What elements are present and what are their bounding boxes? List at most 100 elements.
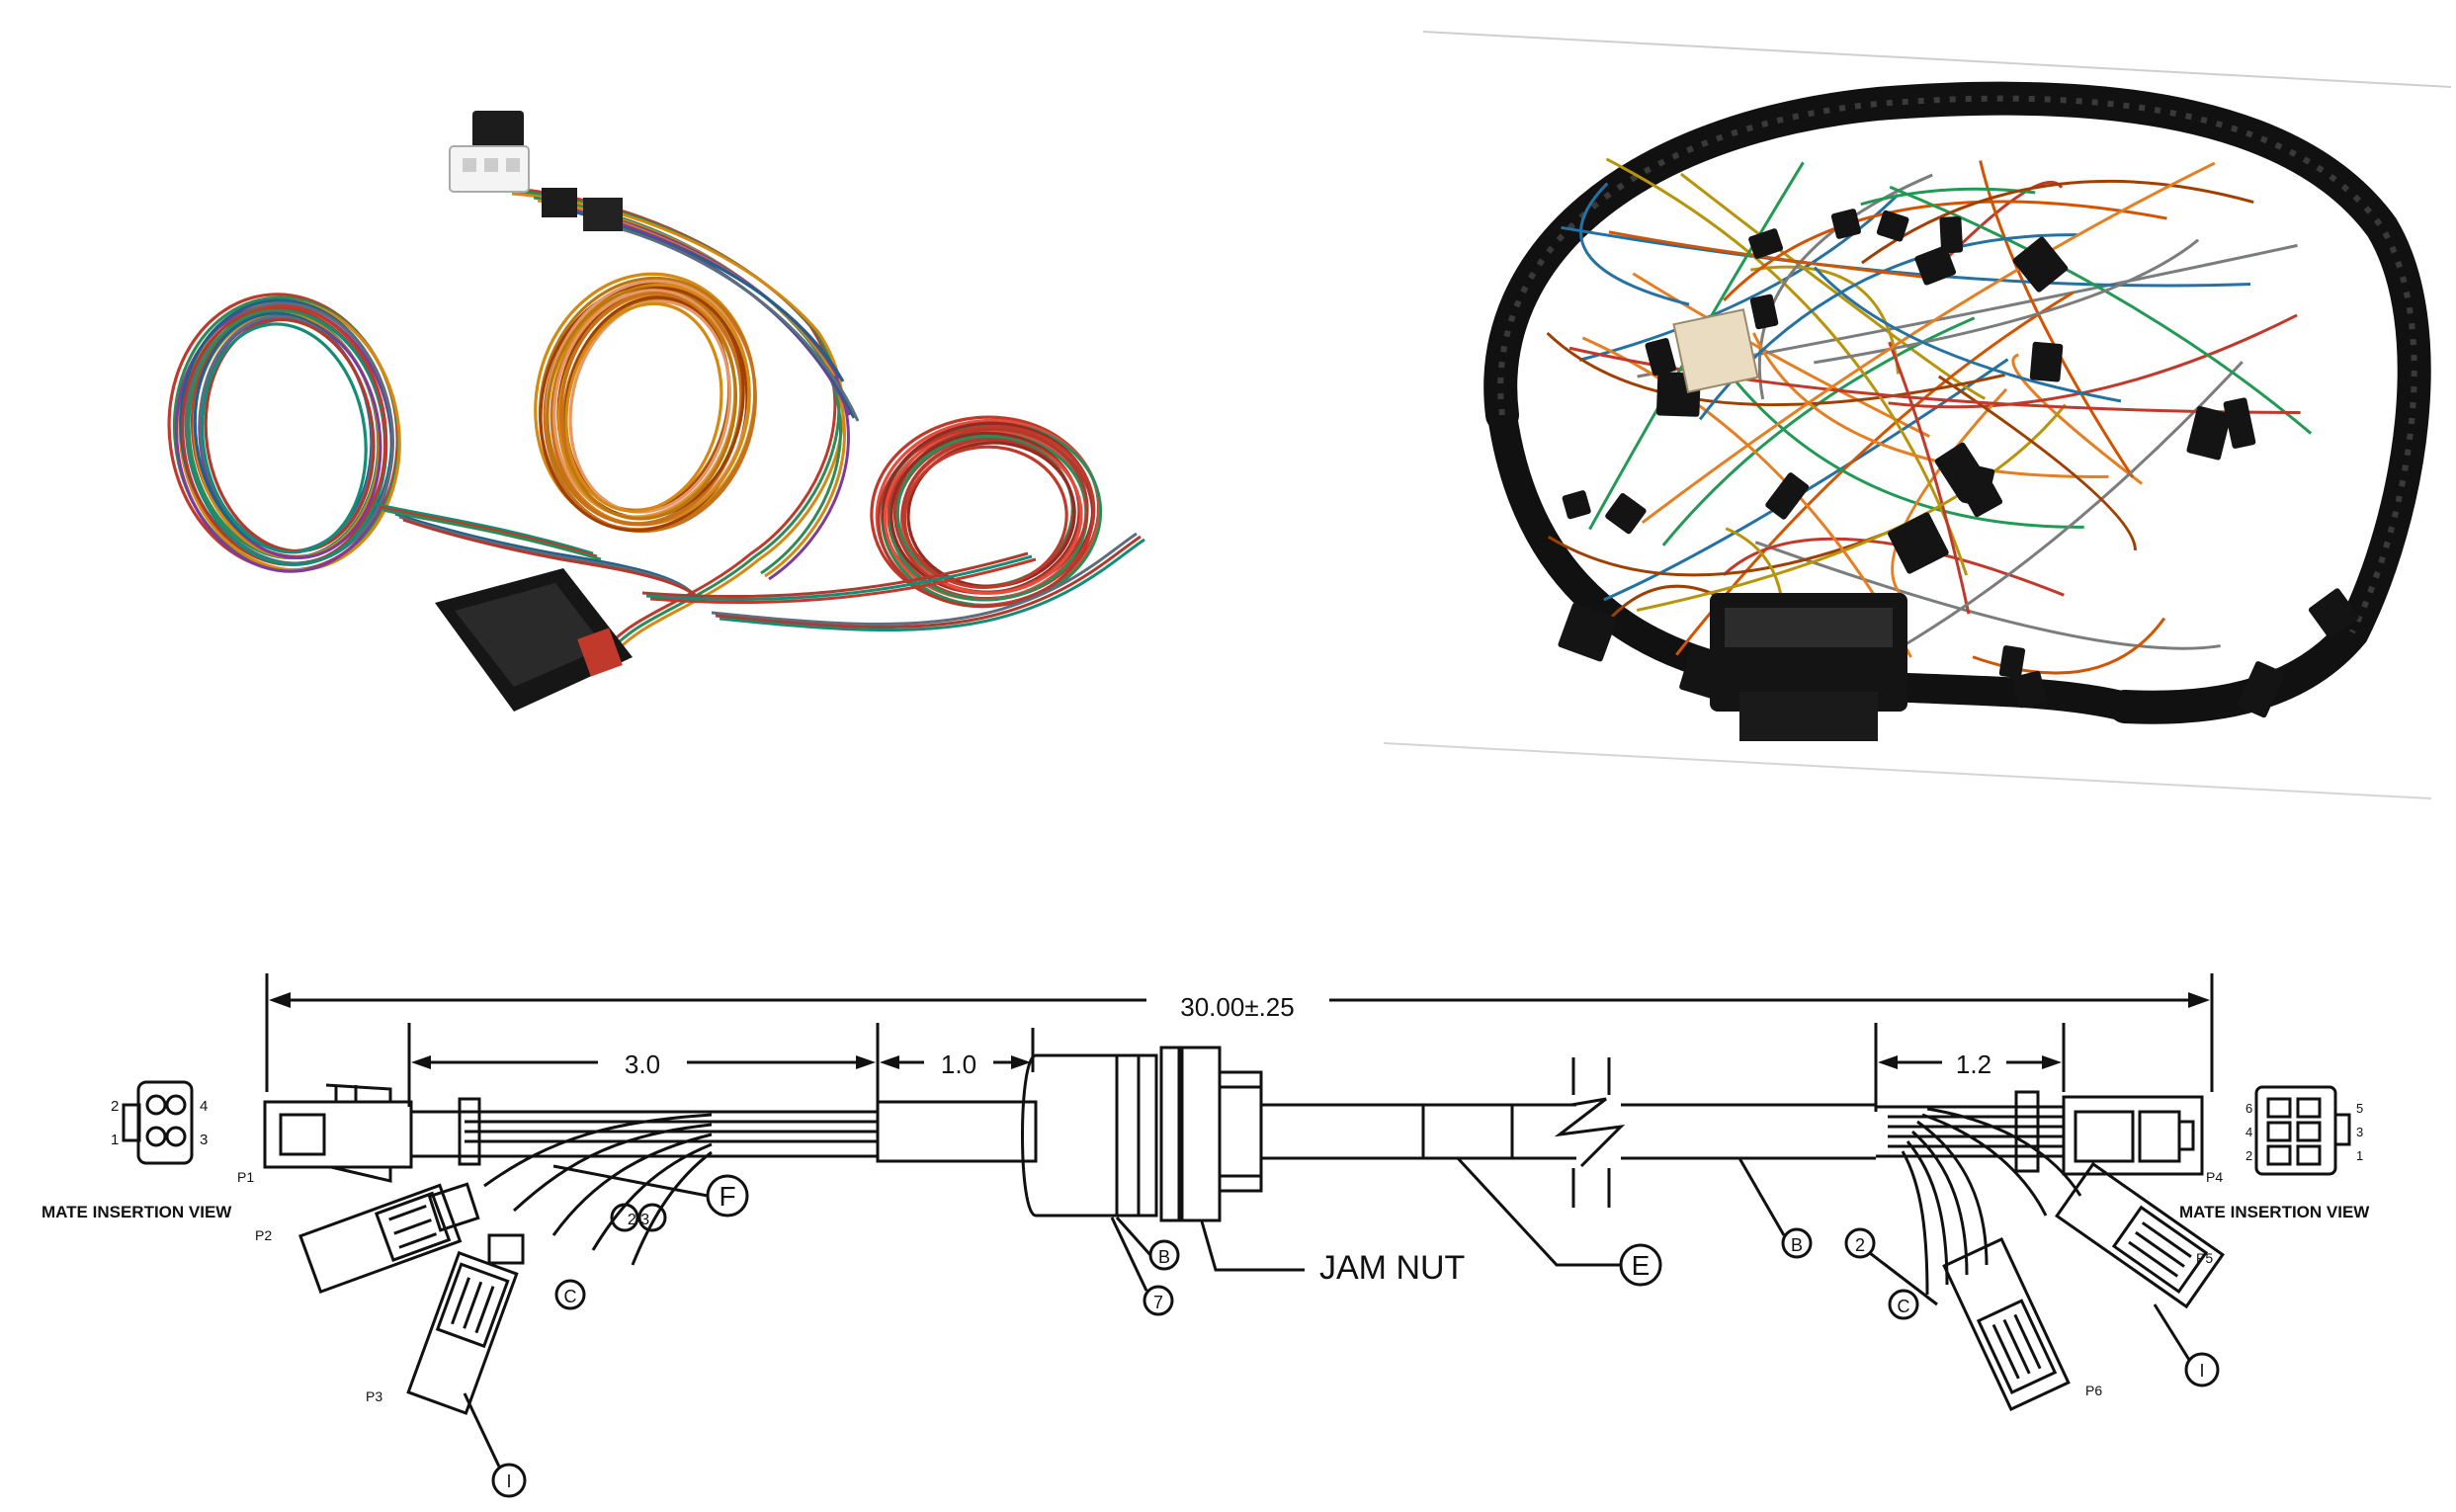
p5-connector xyxy=(2055,1161,2225,1309)
branch-connector xyxy=(2223,397,2256,449)
p6-connector xyxy=(1942,1236,2071,1412)
callout-3-left xyxy=(637,1203,667,1232)
pin-5-right: 5 xyxy=(2356,1101,2363,1116)
callout-i-right xyxy=(2184,1352,2220,1387)
branch-wire xyxy=(1723,200,2167,301)
branch-connector xyxy=(1914,245,1957,286)
dash-wire-harness-photo xyxy=(1383,31,2452,799)
callout-b-right-label: B xyxy=(1791,1235,1803,1255)
callout-e-label: E xyxy=(1632,1250,1651,1281)
dim-3-0-label: 3.0 xyxy=(625,1050,660,1079)
wire-run xyxy=(600,221,860,422)
branch-connector xyxy=(1765,472,1810,520)
wire-run xyxy=(394,512,694,595)
branch-connector xyxy=(1749,294,1779,330)
pin-3-right: 3 xyxy=(2356,1125,2363,1139)
branch-connector xyxy=(1748,228,1784,259)
wire-run xyxy=(375,502,594,555)
cable-assembly-drawing xyxy=(122,973,2351,1498)
callout-c-left xyxy=(554,1279,586,1310)
pin-3-left: 3 xyxy=(200,1132,208,1148)
p1-housing xyxy=(263,1100,413,1169)
branch-connector xyxy=(2186,405,2232,461)
branch-connector xyxy=(1934,442,1990,502)
p1-label: P1 xyxy=(237,1169,254,1185)
wire-coil-left xyxy=(167,293,401,573)
branch-connector xyxy=(1558,603,1618,662)
branch-wire xyxy=(1752,332,2109,478)
coiled-wire xyxy=(564,301,723,513)
p3-connector xyxy=(406,1250,519,1415)
branch-connector xyxy=(2237,661,2285,718)
branch-wire xyxy=(1579,182,1690,306)
callout-2 xyxy=(1844,1227,1876,1259)
loose-wire-harness-photo xyxy=(167,111,1145,712)
branch-wire xyxy=(1860,187,2036,207)
callout-i-right-label: I xyxy=(2199,1361,2204,1381)
branch-connector xyxy=(2029,341,2064,382)
callout-2-left xyxy=(610,1203,639,1232)
coiled-wire xyxy=(201,322,368,554)
branch-wire xyxy=(1937,375,2137,550)
branch-connector xyxy=(1645,337,1676,377)
jam-nut-ring xyxy=(1180,1046,1222,1222)
branch-wire xyxy=(1891,387,2008,598)
branch-wire xyxy=(1632,272,1930,438)
overall-dimension-label: 30.00±.25 xyxy=(1180,992,1294,1022)
dim-1-0-label: 1.0 xyxy=(941,1050,976,1079)
callout-b-left-label: B xyxy=(1158,1247,1170,1267)
p4-label: P4 xyxy=(2206,1169,2223,1185)
mate-insertion-view-left: MATE INSERTION VIEW xyxy=(42,1203,232,1221)
callout-7-label: 7 xyxy=(1153,1293,1163,1312)
p5-label: P5 xyxy=(2196,1250,2213,1266)
branch-wire xyxy=(1903,361,2244,647)
branch-wire xyxy=(1578,193,1900,362)
branch-connector xyxy=(1830,209,1861,239)
wire-run xyxy=(711,532,1138,627)
branch-wire xyxy=(1888,341,1971,615)
wire-run xyxy=(379,505,598,558)
branch-wire xyxy=(1722,537,2065,597)
bulkhead-body xyxy=(1021,1053,1158,1218)
dim-1-2-label: 1.2 xyxy=(1956,1050,1991,1079)
branch-connector xyxy=(1887,512,1949,574)
branch-wire xyxy=(1889,185,2313,435)
pin-2-right: 2 xyxy=(2245,1148,2252,1163)
branch-wire xyxy=(1546,332,2005,407)
wire-run xyxy=(649,557,1037,605)
callout-c-left-label: C xyxy=(564,1287,577,1306)
p4-housing xyxy=(2062,1095,2204,1176)
branch-wire xyxy=(1710,349,2084,529)
callout-c-right xyxy=(1888,1289,1919,1320)
wire-run xyxy=(382,508,602,561)
branch-connector xyxy=(2308,588,2359,639)
p1-mate-face xyxy=(136,1080,194,1165)
branch-connector xyxy=(2012,670,2047,709)
drawing-labels: 30.00±.25 3.0 1.0 1.2 JAM NUT MATE INSER… xyxy=(42,992,2370,1491)
small-black-connector xyxy=(583,198,623,231)
branch-connector xyxy=(1998,645,2026,679)
top-black-connector xyxy=(472,111,524,150)
break-symbol xyxy=(1554,1097,1626,1168)
p3-label: P3 xyxy=(366,1388,382,1404)
callout-2-label: 2 xyxy=(1855,1235,1865,1255)
branch-wire xyxy=(1605,157,1969,576)
overmold xyxy=(876,1100,1038,1163)
wire-coil-right xyxy=(870,415,1103,609)
callout-i-left xyxy=(491,1463,527,1498)
callout-2-3-label: 2 3 xyxy=(628,1212,649,1228)
branch-connector xyxy=(2012,236,2069,293)
wire-run xyxy=(715,535,1142,630)
jam-nut xyxy=(1159,1046,1181,1222)
tan-connector xyxy=(1672,308,1759,393)
p2-label: P2 xyxy=(255,1227,272,1243)
wire-coil-middle xyxy=(534,272,757,534)
branch-wire xyxy=(1813,266,2122,403)
callout-i-left-label: I xyxy=(506,1471,511,1491)
pin-1-right: 1 xyxy=(2356,1148,2363,1163)
branch-connector xyxy=(1939,215,1964,254)
pin-2-left: 2 xyxy=(111,1098,119,1115)
callout-7 xyxy=(1143,1285,1174,1316)
callout-f-label: F xyxy=(719,1181,735,1212)
